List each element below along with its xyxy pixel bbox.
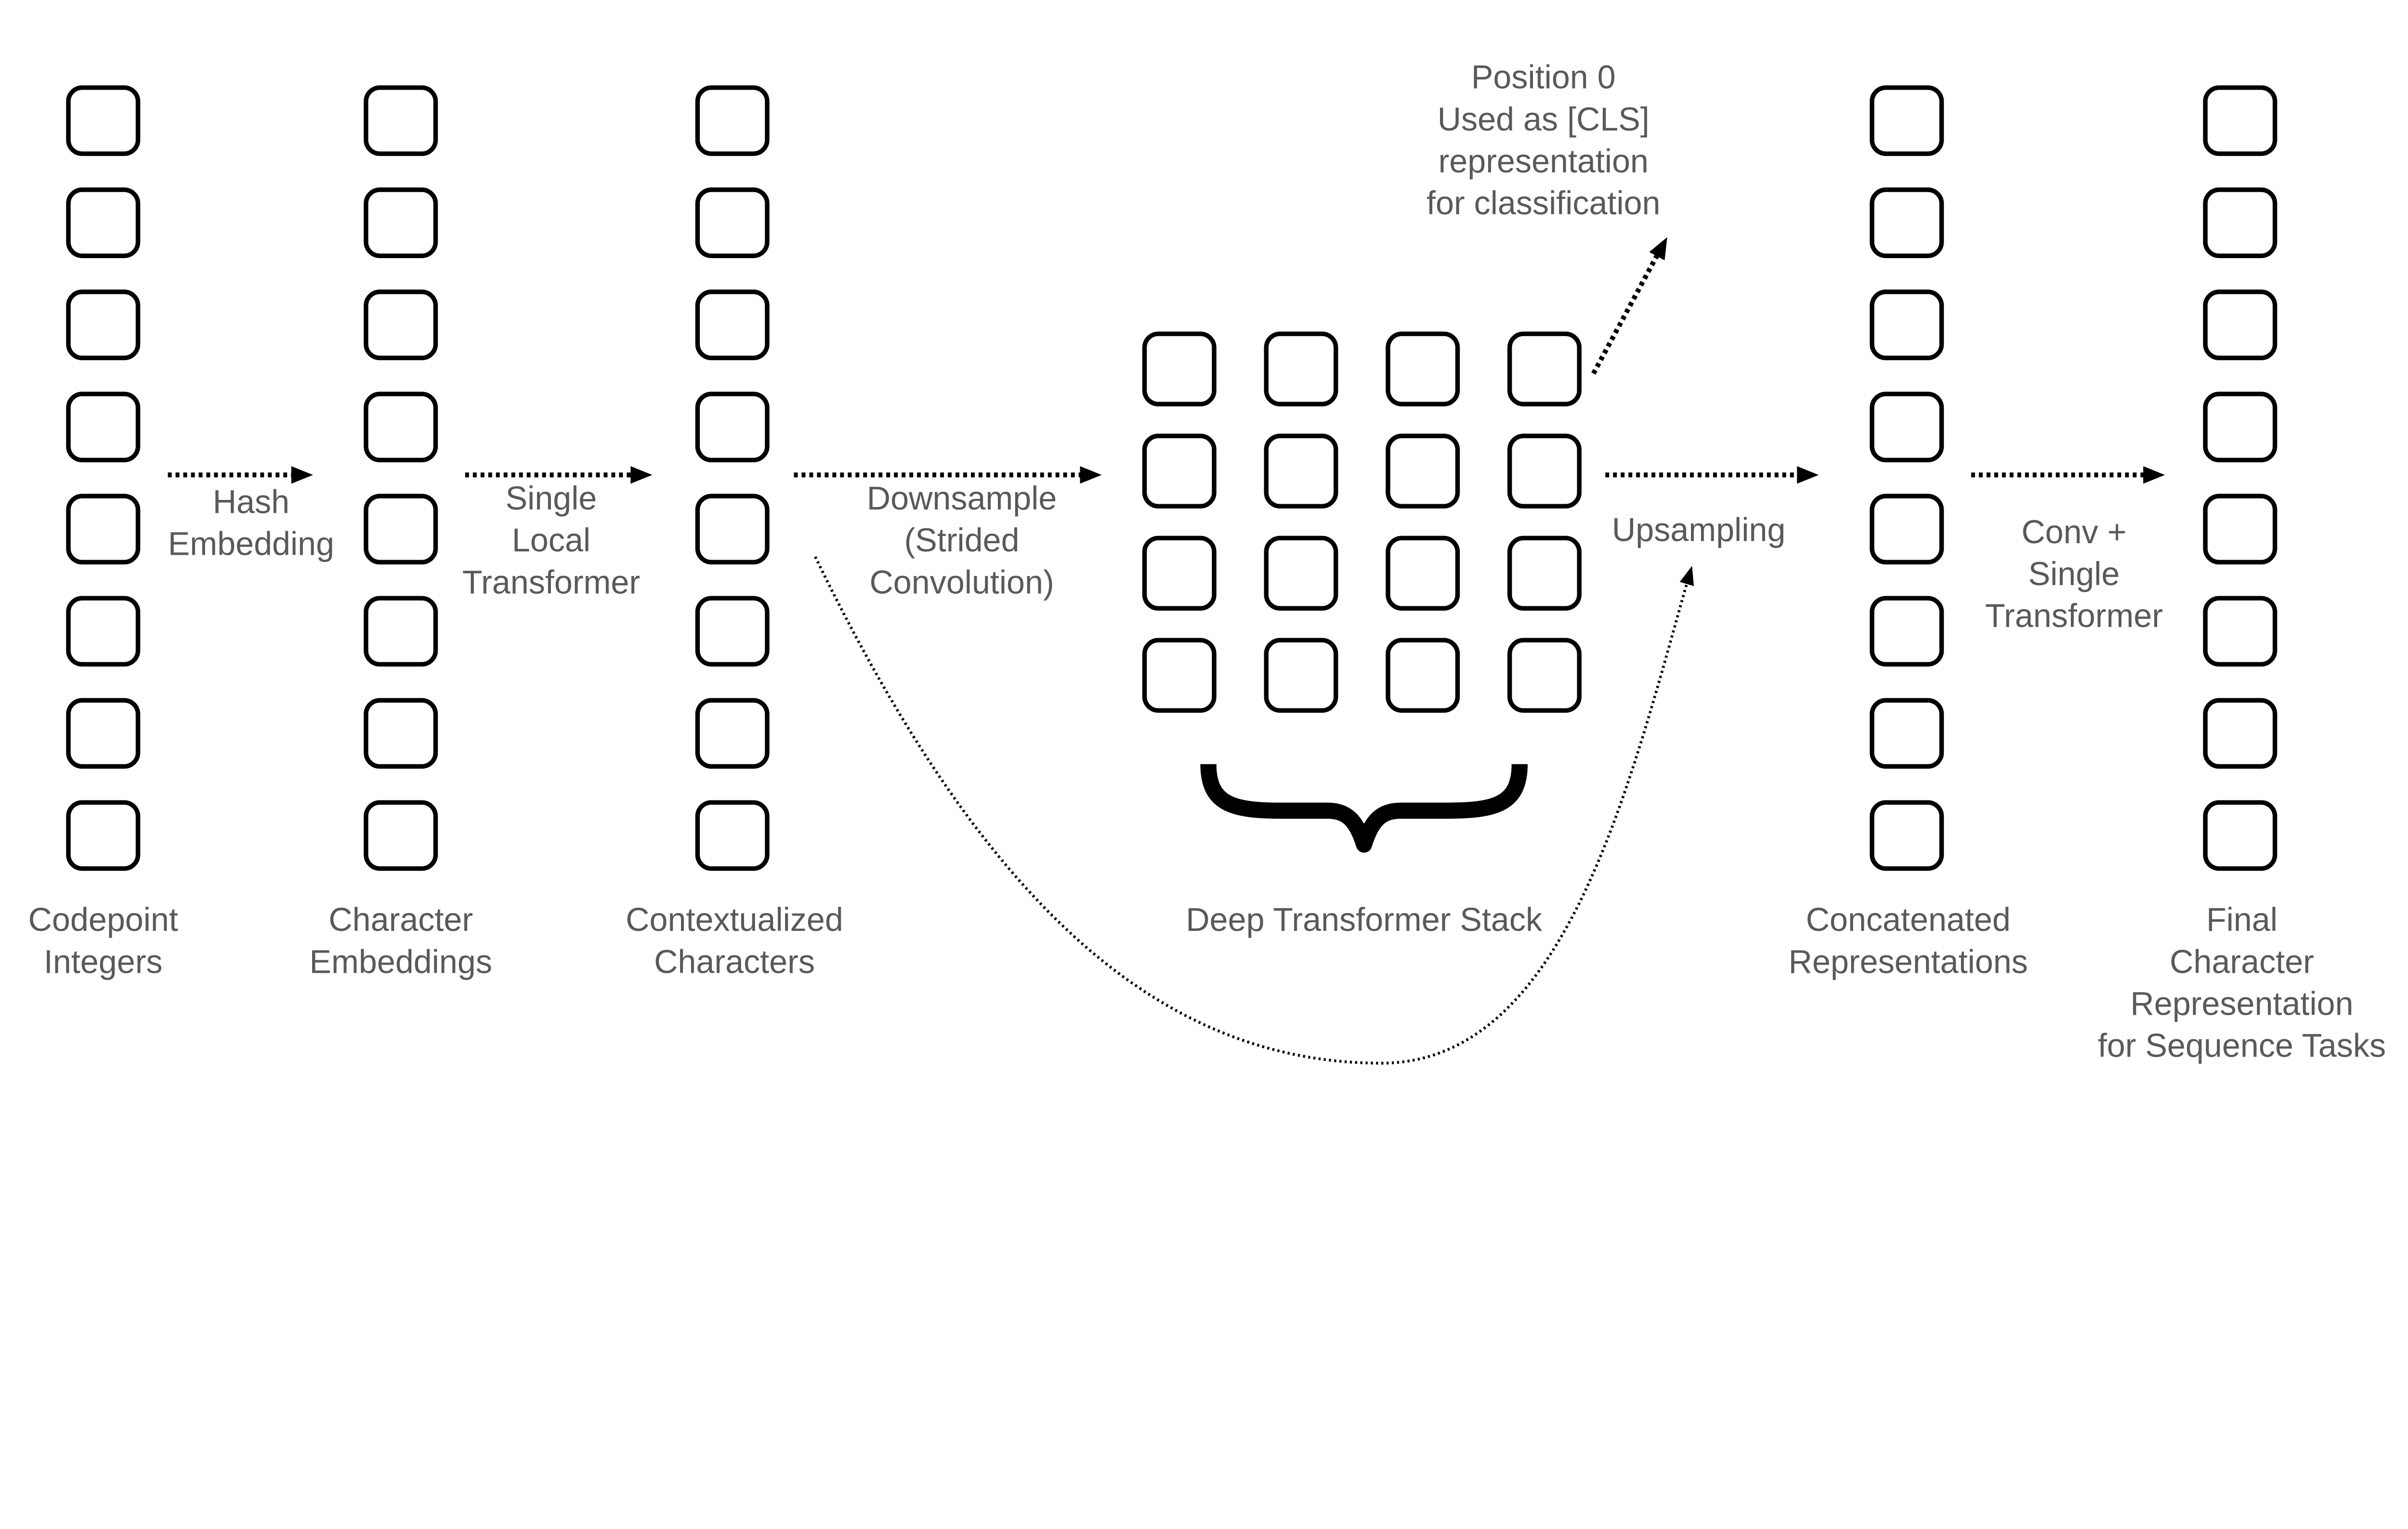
token-box [66,85,141,156]
token-box [1870,596,1944,667]
token-box [66,289,141,361]
downsampled-token-box [1386,638,1460,713]
column-contextualized-characters [695,85,770,902]
column-character-embeddings [364,85,438,902]
downsampled-token-box [1507,433,1582,509]
downsampled-token-box [1507,638,1582,713]
downsampled-token-box [1264,331,1338,406]
token-box [364,289,438,361]
token-box [2203,85,2277,156]
token-box [66,494,141,565]
downsampled-token-box [1264,433,1338,509]
deep-transformer-grid [1142,331,1629,740]
downsampled-token-box [1142,433,1217,509]
token-box [1870,85,1944,156]
downsampled-token-box [1507,331,1582,406]
downsampled-token-box [1264,536,1338,611]
column-final-character-representation [2203,85,2277,902]
downsampled-token-box [1142,331,1217,406]
downsampled-token-box [1264,638,1338,713]
connector-layer [168,237,2165,1065]
deep-transformer-stack-brace [1200,764,1528,853]
hash-embedding-arrow [168,466,313,484]
canine-architecture-diagram: Hash Embedding Single Local Transformer … [28,59,2386,1065]
token-box [66,800,141,871]
token-box [695,392,770,463]
token-box [1870,392,1944,463]
column-concatenated-representations [1870,85,1944,902]
token-box [66,596,141,667]
single-local-transformer-arrow [465,466,653,484]
downsample-arrow [794,466,1102,484]
token-box [695,800,770,871]
token-box [1870,289,1944,361]
token-box [2203,494,2277,565]
token-box [695,596,770,667]
token-box [364,392,438,463]
token-box [695,698,770,769]
token-box [364,698,438,769]
cls-position-arrow [1591,237,1667,375]
token-box [1870,494,1944,565]
column-codepoint-integers [66,85,141,902]
token-box [2203,800,2277,871]
token-box [66,698,141,769]
downsampled-token-box [1507,536,1582,611]
downsampled-token-box [1142,536,1217,611]
downsampled-token-box [1386,433,1460,509]
token-box [695,85,770,156]
token-box [2203,289,2277,361]
token-box [695,494,770,565]
skip-connection-curve-arrow [814,556,1694,1065]
token-box [2203,596,2277,667]
token-box [1870,698,1944,769]
token-box [364,596,438,667]
token-box [66,187,141,258]
token-box [66,392,141,463]
token-box [1870,187,1944,258]
token-box [2203,187,2277,258]
conv-single-transformer-arrow [1971,466,2165,484]
token-box [2203,392,2277,463]
token-box [364,187,438,258]
token-box [364,800,438,871]
token-box [1870,800,1944,871]
downsampled-token-box [1386,536,1460,611]
downsampled-token-box [1386,331,1460,406]
token-box [364,494,438,565]
token-box [695,289,770,361]
token-box [2203,698,2277,769]
token-box [695,187,770,258]
token-box [364,85,438,156]
upsampling-arrow [1605,466,1819,484]
downsampled-token-box [1142,638,1217,713]
